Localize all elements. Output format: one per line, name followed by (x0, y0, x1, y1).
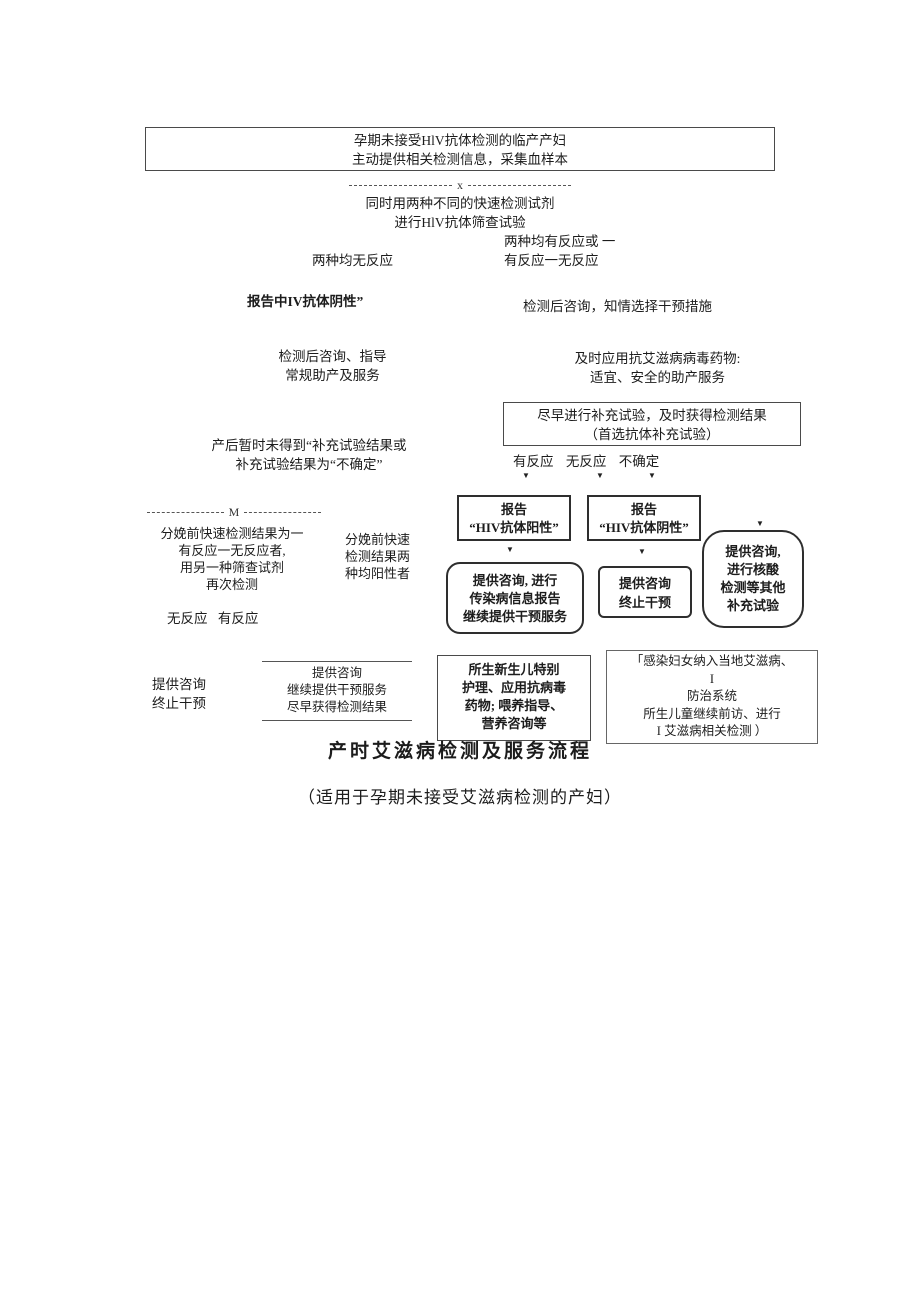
dash-segment (244, 511, 322, 513)
down-arrow-icon: ▼ (522, 471, 530, 480)
down-arrow-icon: ▼ (756, 519, 764, 528)
flow-node-supplement-test: 尽早进行补充试验，及时获得检测结果（首选抗体补充试验） (503, 402, 801, 446)
flow-node-infectious-report: 提供咨询, 进行传染病信息报告继续提供干预服务 (446, 562, 584, 634)
down-arrow-icon: ▼ (596, 471, 604, 480)
down-arrow-icon: ▼ (638, 547, 646, 556)
flow-node-both-positive: 分娩前快速检测结果两种均阳性者 (345, 532, 411, 581)
diagram-subtitle: （适用于孕期未接受艾滋病检测的产妇） (298, 788, 622, 807)
flow-node-report-positive-box: 报告“HIV抗体阳性” (457, 495, 571, 541)
connector-m-label: M (228, 505, 240, 519)
flow-node-newborn-care: 所生新生儿特别护理、应用抗病毒药物; 喂养指导、营养咨询等 (437, 655, 591, 741)
branch-label-both-nonreactive: 两种均无反应 (312, 253, 393, 268)
branch-label-supplement-results: 有反应 无反应 不确定 (513, 454, 660, 469)
flow-node-arv-service: 及时应用抗艾滋病病毒药物:适宜、安全的助产服务 (574, 351, 741, 385)
diagram-title: 产时艾滋病检测及服务流程 (327, 741, 592, 762)
branch-label-retest-results: 无反应 有反应 (167, 611, 259, 626)
flow-node-retest: 分娩前快速检测结果为一有反应一无反应者,用另一种筛查试剂再次检测 (160, 526, 304, 592)
flow-node-stop-intervention-box: 提供咨询终止干预 (598, 566, 692, 618)
connector-x-label: x (457, 178, 463, 192)
dashed-connector-m: M (147, 505, 322, 519)
down-arrow-icon: ▼ (506, 545, 514, 554)
dash-segment (349, 184, 452, 186)
flow-node-stop-intervention-text: 提供咨询终止干预 (152, 677, 206, 711)
flow-node-screening: 同时用两种不同的快速检测试剂进行HlV抗体筛查试验 (365, 196, 555, 230)
flow-node-post-test-counsel: 检测后咨询，知情选择干预措施 (523, 299, 712, 314)
flow-node-routine-service: 检测后咨询、指导常规助产及服务 (278, 349, 387, 383)
flow-node-start: 孕期未接受HlV抗体检测的临产产妇主动提供相关检测信息，采集血样本 (145, 127, 775, 171)
flow-node-report-negative-box: 报告“HIV抗体阴性” (587, 495, 701, 541)
flow-node-continue-service: 提供咨询继续提供干预服务尽早获得检测结果 (262, 661, 412, 721)
flow-node-report-negative: 报告中IV抗体阴性” (247, 294, 364, 309)
dash-segment (147, 511, 224, 513)
branch-label-both-reactive: 两种均有反应或 一有反应一无反应 (504, 234, 616, 268)
dash-segment (468, 184, 571, 186)
flow-node-nat-test: 提供咨询,进行核酸检测等其他补充试验 (702, 530, 804, 628)
down-arrow-icon: ▼ (648, 471, 656, 480)
dashed-connector-x: x (349, 178, 571, 192)
flow-node-postpartum-pending: 产后暂时未得到“补充试验结果或补充试验结果为“不确定” (211, 438, 407, 472)
